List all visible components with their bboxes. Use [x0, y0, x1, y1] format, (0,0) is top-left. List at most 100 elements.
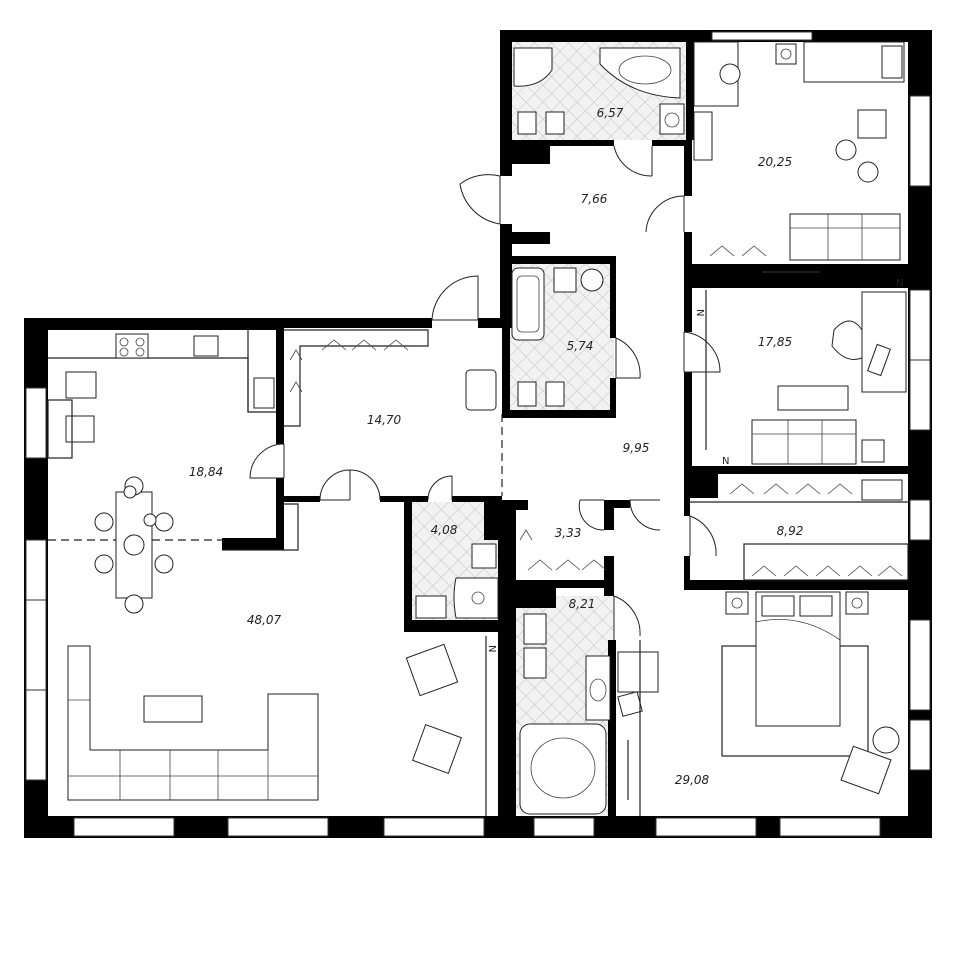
lounge-chair-icon: [405, 643, 459, 697]
hanger-icon-4: [527, 559, 607, 571]
bidet-icon-2: [545, 381, 565, 407]
hanger-icon-7: [751, 565, 903, 577]
bidet-icon: [545, 111, 565, 135]
corner-sofa-icon: [67, 645, 319, 801]
wc-door: [427, 475, 453, 501]
cooktop-icon: [115, 333, 149, 359]
area-bath-master: 8,21: [569, 597, 596, 611]
teddy-bear-icon: [857, 161, 879, 183]
cabinet-door: [683, 331, 721, 373]
side-table-icon-2: [872, 726, 900, 754]
area-hall-wardrobe: 14,70: [367, 413, 402, 427]
centerpiece-icon: [123, 534, 145, 556]
area-labels: 6,57 7,66 20,25 5,74 17,85 14,70 18,84 9…: [189, 106, 804, 787]
area-bedroom-master: 29,08: [675, 773, 710, 787]
vanity-icon: [585, 655, 611, 721]
area-hall-top: 7,66: [581, 192, 608, 206]
dressing-door: [689, 515, 717, 557]
hanger-icon-3: [289, 349, 303, 393]
interior-walls: [222, 30, 908, 838]
area-corridor: 9,95: [623, 441, 650, 455]
sink-icon: [193, 335, 219, 357]
nightstand-icon-3: [845, 591, 869, 615]
side-table-icon: [861, 439, 885, 463]
area-dressing: 8,92: [777, 524, 804, 538]
toilet-icon-2: [517, 381, 537, 407]
laptop-icon: [866, 343, 892, 377]
hanger-icon: [709, 245, 767, 257]
ventilation-marks: N N N N: [486, 278, 903, 652]
area-kitchen: 18,84: [189, 465, 223, 479]
coffee-table-icon: [777, 385, 849, 411]
washbasin-icon-2: [553, 267, 577, 293]
bathtub-icon: [511, 267, 545, 341]
bedroom-child-door: [645, 195, 685, 233]
kitchen-chair-icon: [65, 371, 97, 399]
desk-icon: [861, 291, 907, 393]
bath-master-fixtures: [519, 613, 611, 815]
washing-machine-icon: [580, 268, 604, 292]
entrance-door: [459, 174, 501, 225]
kitchen-door: [249, 443, 285, 479]
storage-furniture: [519, 479, 909, 581]
storage-door: [578, 499, 605, 531]
corner-bathtub-icon: [599, 47, 681, 99]
kitchen-furniture: [47, 330, 276, 614]
area-bath-top: 6,57: [597, 106, 624, 120]
office-chair-icon: [831, 320, 863, 360]
bath-middle-fixtures: [511, 267, 604, 407]
corner-shower-icon: [513, 47, 553, 87]
stool-icon: [835, 139, 857, 161]
wc-small-fixtures: [415, 543, 499, 619]
bidet-icon-4: [523, 647, 547, 679]
bath-master-door: [613, 595, 641, 640]
hall-furniture: [284, 329, 497, 427]
hanger-icon-5: [519, 529, 533, 541]
shelf-icon: [693, 111, 713, 161]
radiator-icon: [465, 369, 497, 411]
washbasin-icon-3: [415, 595, 447, 619]
doors: [249, 145, 721, 640]
child-chair-icon: [857, 109, 887, 139]
washbasin-icon: [659, 103, 685, 135]
hanger-icon-6: [729, 483, 853, 495]
shower-icon: [453, 577, 499, 619]
zone-dividers: [48, 414, 503, 541]
tv-stand-icon: [617, 651, 659, 693]
vent-mark-3: N: [722, 456, 729, 467]
area-living: 48,07: [247, 613, 282, 627]
vent-mark-4: N: [486, 645, 497, 652]
whirlpool-bath-icon: [519, 723, 607, 815]
area-storage: 3,33: [555, 526, 582, 540]
master-door: [629, 499, 661, 531]
living-furniture: [67, 503, 487, 816]
hall-door: [431, 275, 479, 321]
coffee-table-icon-2: [143, 695, 203, 723]
area-bedroom-child: 20,25: [758, 155, 792, 169]
nightstand-icon-2: [725, 591, 749, 615]
lounge-chair-icon-2: [412, 724, 462, 774]
sofa-bed-icon: [789, 213, 901, 261]
dining-chair-icon: [94, 512, 114, 532]
sofa-icon: [751, 419, 857, 465]
armchair-icon: [65, 415, 95, 443]
armchair-icon-2: [840, 745, 892, 795]
toilet-icon-4: [523, 613, 547, 645]
living-double-door: [319, 469, 381, 501]
nightstand-icon: [775, 43, 797, 65]
area-wc-small: 4,08: [431, 523, 458, 537]
bedroom-master-furniture: [617, 591, 900, 816]
windows: [25, 31, 931, 837]
area-bath-middle: 5,74: [567, 339, 594, 353]
bedroom-child-furniture: [693, 41, 905, 261]
plant-icon: [617, 691, 643, 717]
vent-mark-2: N: [694, 309, 705, 316]
cabinet-furniture: [705, 271, 907, 465]
bath-middle-door: [615, 337, 641, 379]
hanger-icon-2: [321, 339, 409, 351]
bath-top-fixtures: [513, 47, 685, 135]
bath-top-door: [613, 145, 653, 177]
vent-mark-1: N: [896, 278, 903, 289]
toilet-icon-3: [471, 543, 497, 569]
